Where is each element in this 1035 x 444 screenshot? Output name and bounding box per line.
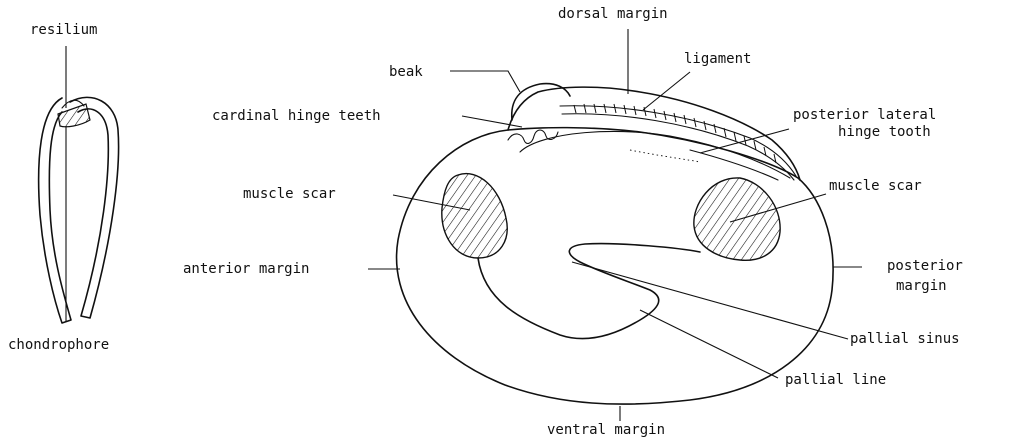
label-pallial-line: pallial line (785, 372, 886, 388)
pallial-line-leader (640, 310, 778, 378)
label-muscle-scar-posterior: muscle scar (829, 178, 922, 194)
anterior-muscle-scar (442, 174, 507, 258)
lateral-tooth-leader (700, 129, 789, 153)
beak-outline (512, 84, 570, 120)
pallial-line (478, 244, 700, 339)
label-resilium: resilium (30, 22, 97, 38)
beak-leader (450, 71, 520, 92)
ligament-upper (560, 106, 796, 176)
ligament-lower (562, 114, 794, 180)
label-posterior-lateral-hinge-tooth-line1: posterior lateral (793, 107, 936, 123)
shell-inner-view (397, 84, 834, 404)
label-beak: beak (389, 64, 423, 80)
label-posterior-margin-line1: posterior (887, 258, 963, 274)
ligament-hatching (574, 104, 776, 163)
hinge-dotted-line (630, 150, 700, 162)
label-dorsal-margin: dorsal margin (558, 6, 668, 22)
ligament-leader (643, 72, 690, 110)
label-ventral-margin: ventral margin (547, 422, 665, 438)
label-ligament: ligament (684, 51, 751, 67)
label-anterior-margin: anterior margin (183, 261, 309, 277)
cardinal-teeth (508, 130, 558, 143)
pallial-sinus-leader (572, 262, 848, 339)
label-posterior-margin-line2: margin (896, 278, 947, 294)
label-chondrophore: chondrophore (8, 337, 109, 353)
label-pallial-sinus: pallial sinus (850, 331, 960, 347)
shell-outer-margin (397, 128, 834, 404)
label-cardinal-hinge-teeth: cardinal hinge teeth (212, 108, 381, 124)
label-posterior-lateral-hinge-tooth-line2: hinge tooth (838, 124, 931, 140)
right-valve-outline (70, 97, 119, 318)
shell-edge-view (39, 46, 119, 323)
posterior-muscle-scar (694, 178, 780, 260)
label-muscle-scar-anterior: muscle scar (243, 186, 336, 202)
